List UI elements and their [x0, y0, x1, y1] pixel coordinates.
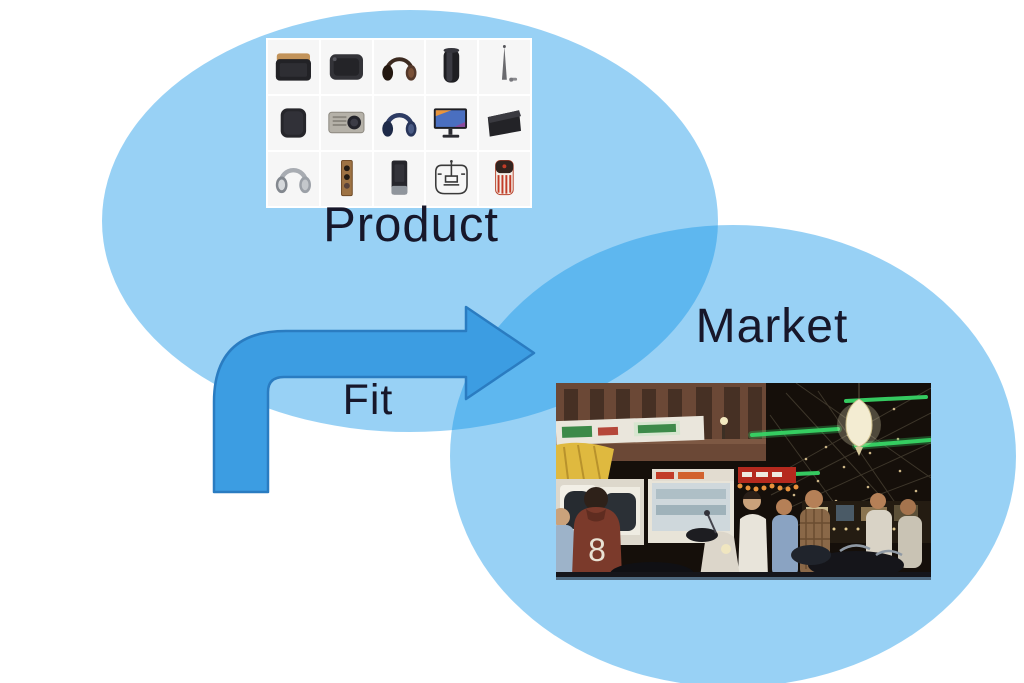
product-image-striped-feature-phone	[479, 152, 530, 206]
person-with-jersey-8: 8	[572, 487, 622, 577]
market-label: Market	[695, 300, 849, 353]
product-image-patent-line-drawing	[426, 152, 478, 206]
night-street-market-scene: 8	[556, 383, 931, 577]
product-image-desktop-monitor	[426, 96, 478, 150]
product-image-slim-speaker	[373, 152, 425, 206]
product-image-silver-headphones	[268, 152, 319, 206]
product-image-tower-speaker	[320, 152, 372, 206]
product-image-cylinder-speaker	[426, 40, 478, 94]
product-image-wooden-lid-speaker	[268, 40, 319, 94]
product-image-telescopic-antenna	[479, 40, 530, 94]
product-image-portable-speaker	[320, 40, 372, 94]
product-image-vintage-radio	[320, 96, 372, 150]
market-photo: 8	[556, 383, 931, 577]
product-image-wedge-speaker	[479, 96, 530, 150]
product-image-square-speaker	[268, 96, 319, 150]
jersey-number: 8	[588, 532, 606, 568]
product-image-grid	[266, 38, 532, 208]
fit-label: Fit	[342, 376, 394, 424]
product-label: Product	[323, 198, 499, 252]
product-image-navy-headphones	[373, 96, 425, 150]
shop-signboards	[556, 415, 705, 446]
marigold-garland	[737, 483, 799, 492]
product-image-brown-headphones	[373, 40, 425, 94]
street-lamp	[720, 417, 728, 425]
hanging-lantern	[837, 383, 881, 456]
yellow-awning	[556, 442, 614, 484]
